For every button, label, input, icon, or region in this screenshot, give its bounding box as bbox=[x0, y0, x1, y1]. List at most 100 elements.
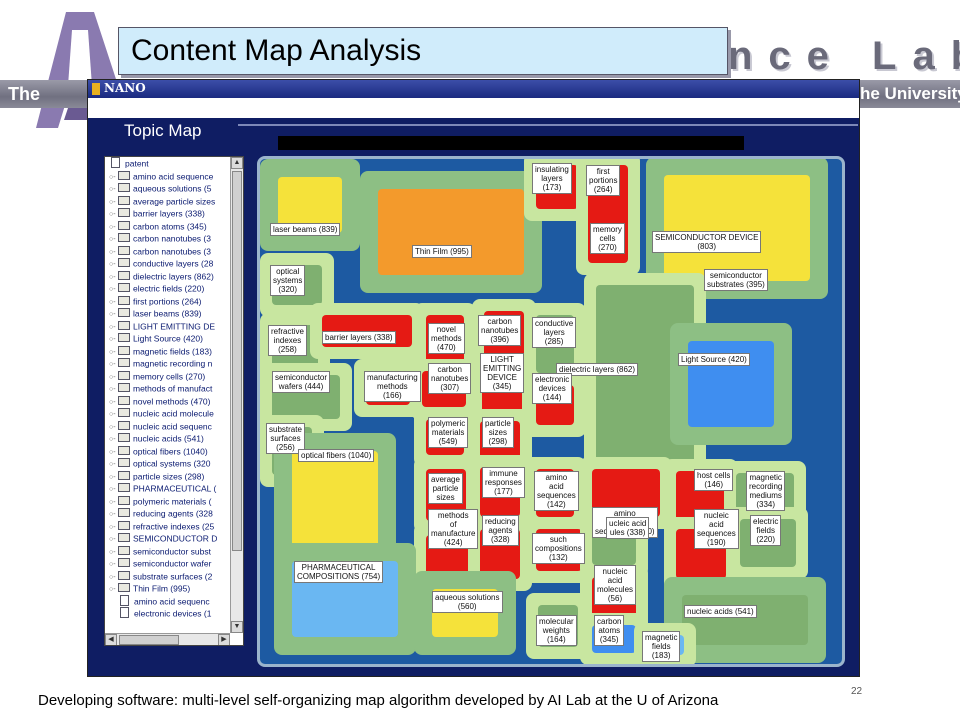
map-topic-label[interactable]: host cells(146) bbox=[694, 469, 734, 491]
tree-item[interactable]: ○-barrier layers (338) bbox=[105, 207, 243, 220]
tree-item[interactable]: ○-magnetic recording n bbox=[105, 357, 243, 370]
tree-item[interactable]: ○-electric fields (220) bbox=[105, 282, 243, 295]
expand-key-icon[interactable]: ○- bbox=[109, 511, 116, 518]
tree-item[interactable]: ○-novel methods (470) bbox=[105, 395, 243, 408]
expand-key-icon[interactable]: ○- bbox=[109, 448, 116, 456]
tree-item[interactable]: ○-optical systems (320 bbox=[105, 457, 243, 470]
tree-item[interactable]: ○-first portions (264) bbox=[105, 295, 243, 308]
tree-item[interactable]: ○-reducing agents (328 bbox=[105, 507, 243, 520]
tree-item[interactable]: ○-carbon nanotubes (3 bbox=[105, 232, 243, 245]
tree-vertical-scrollbar[interactable]: ▲ ▼ bbox=[230, 157, 243, 633]
tree-item[interactable]: ○-refractive indexes (25 bbox=[105, 520, 243, 533]
expand-key-icon[interactable]: ○- bbox=[109, 498, 116, 506]
expand-key-icon[interactable]: ○- bbox=[109, 473, 116, 481]
map-topic-label[interactable]: nucleic acids (541) bbox=[684, 605, 757, 618]
expand-key-icon[interactable]: ○- bbox=[109, 198, 116, 206]
tree-item[interactable]: ○-laser beams (839) bbox=[105, 307, 243, 320]
map-topic-label[interactable]: dielectric layers (862) bbox=[556, 363, 639, 376]
tree-item[interactable]: ○-carbon atoms (345) bbox=[105, 220, 243, 233]
tree-item[interactable]: ○-Light Source (420) bbox=[105, 332, 243, 345]
tree-item[interactable]: ○-nucleic acids (541) bbox=[105, 432, 243, 445]
scroll-right-arrow-icon[interactable]: ▶ bbox=[218, 634, 230, 645]
scroll-down-arrow-icon[interactable]: ▼ bbox=[231, 621, 243, 633]
tree-item[interactable]: ○-PHARMACEUTICAL ( bbox=[105, 482, 243, 495]
tree-item[interactable]: amino acid sequenc bbox=[105, 594, 243, 608]
tree-item[interactable]: ○-nucleic acid molecule bbox=[105, 407, 243, 420]
expand-key-icon[interactable]: ○- bbox=[109, 436, 116, 443]
tree-item[interactable]: ○-SEMICONDUCTOR D bbox=[105, 532, 243, 545]
expand-key-icon[interactable]: ○- bbox=[109, 548, 116, 556]
expand-key-icon[interactable]: ○- bbox=[109, 273, 116, 281]
expand-key-icon[interactable]: ○- bbox=[109, 336, 116, 343]
expand-key-icon[interactable]: ○- bbox=[109, 423, 116, 431]
tree-item[interactable]: ○-magnetic fields (183) bbox=[105, 345, 243, 358]
expand-key-icon[interactable]: ○- bbox=[109, 311, 116, 318]
tree-item[interactable]: electronic devices (1 bbox=[105, 607, 243, 620]
map-region-core[interactable] bbox=[292, 451, 378, 547]
expand-key-icon[interactable]: ○- bbox=[109, 523, 116, 531]
tree-item[interactable]: ○-amino acid sequence bbox=[105, 170, 243, 183]
expand-key-icon[interactable]: ○- bbox=[109, 298, 116, 306]
tree-item[interactable]: ○-semiconductor subst bbox=[105, 545, 243, 558]
tree-root[interactable]: patent bbox=[105, 157, 243, 170]
expand-key-icon[interactable]: ○- bbox=[109, 586, 116, 593]
expand-key-icon[interactable]: ○- bbox=[109, 261, 116, 268]
tree-item[interactable]: ○-polymeric materials ( bbox=[105, 495, 243, 508]
tree-item[interactable]: ○-Thin Film (995) bbox=[105, 582, 243, 595]
tree-item[interactable]: ○-substrate surfaces (2 bbox=[105, 570, 243, 583]
map-topic-label[interactable]: Light Source (420) bbox=[678, 353, 750, 366]
expand-key-icon[interactable]: ○- bbox=[109, 561, 116, 568]
tree-item[interactable]: ○-average particle sizes bbox=[105, 195, 243, 208]
map-region-core[interactable] bbox=[378, 189, 524, 275]
expand-key-icon[interactable]: ○- bbox=[109, 486, 116, 493]
map-topic-label[interactable]: SEMICONDUCTOR DEVICE(803) bbox=[652, 231, 762, 253]
tree-item[interactable]: ○-aqueous solutions (5 bbox=[105, 182, 243, 195]
tree-item[interactable]: ○-memory cells (270) bbox=[105, 370, 243, 383]
tree-horizontal-scrollbar[interactable]: ◀ ▶ bbox=[105, 633, 230, 645]
tree-item[interactable]: ○-particle sizes (298) bbox=[105, 470, 243, 483]
tree-item[interactable]: ○-conductive layers (28 bbox=[105, 257, 243, 270]
expand-key-icon[interactable]: ○- bbox=[109, 211, 116, 218]
expand-key-icon[interactable]: ○- bbox=[109, 373, 116, 381]
expand-key-icon[interactable]: ○- bbox=[109, 223, 116, 231]
map-topic-label[interactable]: aqueous solutions(560) bbox=[432, 591, 503, 613]
expand-key-icon[interactable]: ○- bbox=[109, 173, 116, 181]
map-topic-label[interactable]: optical fibers (1040) bbox=[298, 449, 375, 462]
expand-key-icon[interactable]: ○- bbox=[109, 323, 116, 331]
scroll-up-arrow-icon[interactable]: ▲ bbox=[231, 157, 243, 169]
map-region-core[interactable] bbox=[664, 175, 810, 281]
expand-key-icon[interactable]: ○- bbox=[109, 286, 116, 293]
expand-key-icon[interactable]: ○- bbox=[109, 536, 116, 543]
scroll-left-arrow-icon[interactable]: ◀ bbox=[105, 634, 117, 645]
expand-key-icon[interactable]: ○- bbox=[109, 573, 116, 581]
expand-key-icon[interactable]: ○- bbox=[109, 411, 116, 418]
expand-key-icon[interactable]: ○- bbox=[109, 236, 116, 243]
map-topic-label[interactable]: barrier layers (338) bbox=[322, 331, 396, 344]
